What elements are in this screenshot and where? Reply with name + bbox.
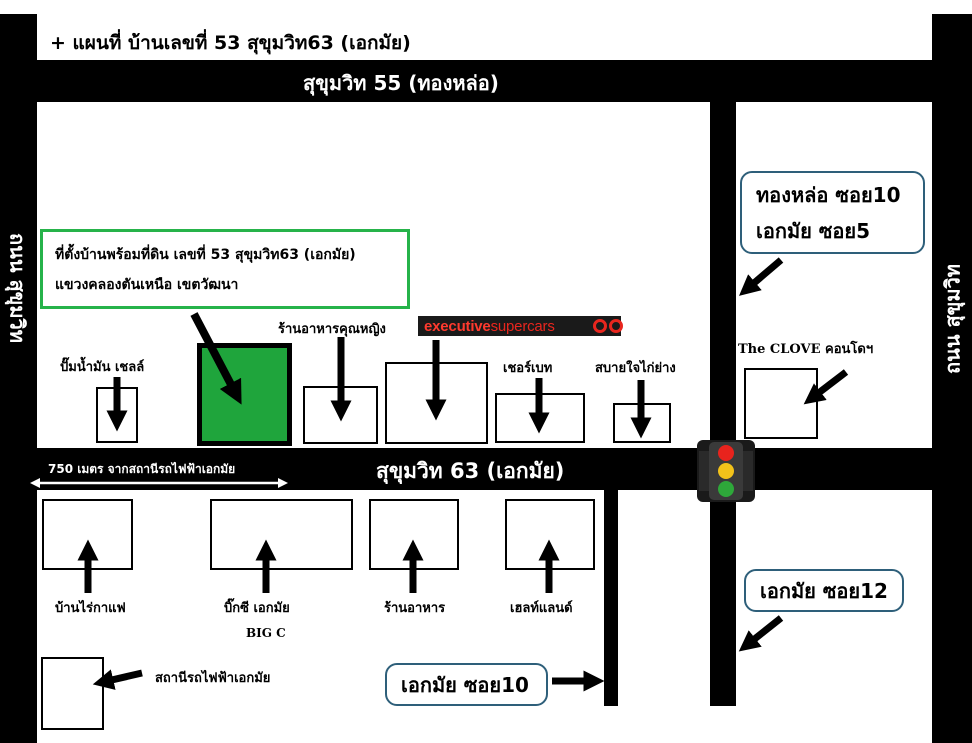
arrow-bts-icon bbox=[92, 669, 143, 690]
logo-ring-icon bbox=[609, 319, 623, 333]
road-sukhumvit-55 bbox=[37, 60, 932, 102]
traffic-light-green bbox=[718, 481, 734, 497]
building-khunying bbox=[303, 386, 378, 444]
building-bts-station bbox=[41, 657, 104, 730]
building-executive-supercars bbox=[385, 362, 488, 444]
building-healthland bbox=[505, 499, 595, 570]
label-bts-station: สถานีรถไฟฟ้าเอกมัย bbox=[155, 671, 271, 686]
traffic-light-icon bbox=[697, 440, 755, 502]
executive-supercars-logo: executivesupercars bbox=[418, 316, 623, 336]
building-bigc bbox=[210, 499, 353, 570]
road-left-vertical bbox=[0, 14, 37, 743]
distance-note: 750 เมตร จากสถานีรถไฟฟ้าเอกมัย bbox=[48, 462, 236, 476]
building-clove bbox=[744, 368, 818, 439]
property-plot bbox=[197, 343, 292, 446]
callout-thonglor-ekkamai: ทองหล่อ ซอย10 เอกมัย ซอย5 bbox=[740, 171, 925, 254]
traffic-light-yellow bbox=[718, 463, 734, 479]
building-restaurant bbox=[369, 499, 459, 570]
logo-ring-icon bbox=[593, 319, 607, 333]
building-sabaijai bbox=[613, 403, 671, 443]
callout-ekkamai-10: เอกมัย ซอย10 bbox=[385, 663, 548, 706]
property-district: แขวงคลองตันเหนือ เขตวัฒนา bbox=[55, 277, 239, 293]
label-banrai: บ้านไร่กาแฟ bbox=[55, 601, 126, 616]
property-address: ที่ตั้งบ้านพร้อมที่ดิน เลขที่ 53 สุขุมวิ… bbox=[55, 247, 356, 263]
callout-ekkamai-12: เอกมัย ซอย12 bbox=[744, 569, 904, 612]
arrow-ekkamai-12-icon bbox=[738, 615, 784, 652]
traffic-light-red bbox=[718, 445, 734, 461]
property-description: ที่ตั้งบ้านพร้อมที่ดิน เลขที่ 53 สุขุมวิ… bbox=[40, 229, 410, 309]
road-right-vertical bbox=[932, 14, 972, 743]
road-soi-ekkamai-10 bbox=[604, 490, 618, 706]
road-label-sukhumvit-55: สุขุมวิท 55 (ทองหล่อ) bbox=[303, 71, 499, 95]
building-shell bbox=[96, 387, 138, 443]
label-bigc: BIG C bbox=[246, 626, 286, 640]
label-sherbet: เชอร์เบท bbox=[503, 361, 553, 376]
label-restaurant: ร้านอาหาร bbox=[384, 601, 446, 616]
building-sherbet bbox=[495, 393, 585, 443]
callout-ekkamai-5: เอกมัย ซอย5 bbox=[756, 218, 871, 243]
arrow-thonglor-10-icon bbox=[739, 257, 784, 296]
road-label-right-vertical: ถนน สุขุมวิท bbox=[940, 264, 965, 374]
road-label-sukhumvit-63: สุขุมวิท 63 (เอกมัย) bbox=[376, 459, 565, 483]
map-title: + แผนที่ บ้านเลขที่ 53 สุขุมวิท63 (เอกมั… bbox=[50, 32, 411, 54]
road-label-left-vertical: ถนน สุขุมวิท bbox=[5, 233, 30, 343]
label-shell: ปั๊มน้ำมัน เชลล์ bbox=[60, 360, 145, 375]
executive-supercars-wordmark: executivesupercars bbox=[424, 317, 555, 335]
road-soi-thonglor-10 bbox=[710, 102, 736, 448]
distance-arrow-icon bbox=[30, 478, 288, 488]
road-soi-ekkamai-12 bbox=[710, 490, 736, 706]
label-bigc-thai: บิ๊กซี เอกมัย bbox=[224, 601, 290, 616]
label-sabaijai: สบายใจไก่ย่าง bbox=[595, 361, 676, 376]
label-healthland: เฮลท์แลนด์ bbox=[510, 601, 573, 616]
building-banrai bbox=[42, 499, 133, 570]
label-khunying: ร้านอาหารคุณหญิง bbox=[278, 322, 386, 337]
label-clove: The CLOVE คอนโดฯ bbox=[738, 342, 874, 357]
callout-thonglor-10: ทองหล่อ ซอย10 bbox=[756, 182, 901, 207]
